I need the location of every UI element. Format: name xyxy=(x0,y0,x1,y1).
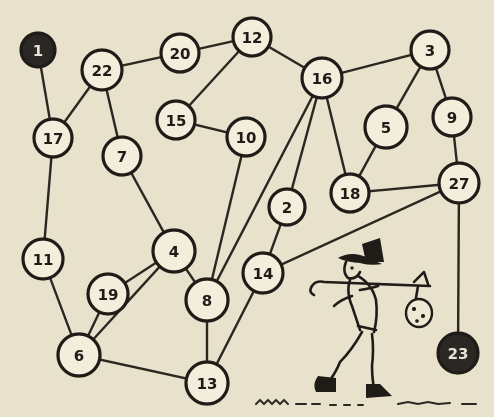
node-label: 20 xyxy=(170,45,191,63)
node-label: 19 xyxy=(98,286,119,304)
node-7: 7 xyxy=(103,137,141,175)
node-22: 22 xyxy=(82,50,122,90)
node-label: 1 xyxy=(33,42,43,60)
node-9: 9 xyxy=(433,98,471,136)
node-12: 12 xyxy=(233,18,271,56)
node-27: 27 xyxy=(439,163,479,203)
node-20: 20 xyxy=(161,34,199,72)
node-10: 10 xyxy=(227,118,265,156)
node-label: 22 xyxy=(92,62,113,80)
node-label: 8 xyxy=(202,292,212,310)
node-label: 6 xyxy=(74,347,84,365)
node-13: 13 xyxy=(186,362,228,404)
node-15: 15 xyxy=(157,101,195,139)
node-14: 14 xyxy=(243,253,283,293)
edge-n27-n23 xyxy=(458,183,459,353)
node-18: 18 xyxy=(331,174,369,212)
node-6: 6 xyxy=(58,334,100,376)
node-11: 11 xyxy=(23,239,63,279)
node-label: 12 xyxy=(242,29,263,47)
node-label: 13 xyxy=(197,375,218,393)
node-16: 16 xyxy=(302,58,342,98)
node-label: 18 xyxy=(340,185,361,203)
node-label: 10 xyxy=(236,129,257,147)
node-3: 3 xyxy=(411,31,449,69)
node-label: 27 xyxy=(449,175,470,193)
node-5: 5 xyxy=(365,106,407,148)
node-2: 2 xyxy=(269,189,305,225)
node-label: 9 xyxy=(447,109,457,127)
node-label: 5 xyxy=(381,119,391,137)
node-label: 2 xyxy=(282,199,292,217)
node-label: 3 xyxy=(425,42,435,60)
node-label: 11 xyxy=(33,251,54,269)
node-label: 17 xyxy=(43,130,64,148)
node-4: 4 xyxy=(153,230,195,272)
node-1: 1 xyxy=(21,33,55,67)
node-label: 7 xyxy=(117,148,127,166)
node-label: 16 xyxy=(312,70,333,88)
node-label: 14 xyxy=(253,265,274,283)
node-label: 15 xyxy=(166,112,187,130)
node-23: 23 xyxy=(438,333,478,373)
node-17: 17 xyxy=(34,119,72,157)
node-8: 8 xyxy=(186,279,228,321)
node-19: 19 xyxy=(88,274,128,314)
node-label: 23 xyxy=(448,345,469,363)
node-label: 4 xyxy=(169,243,179,261)
